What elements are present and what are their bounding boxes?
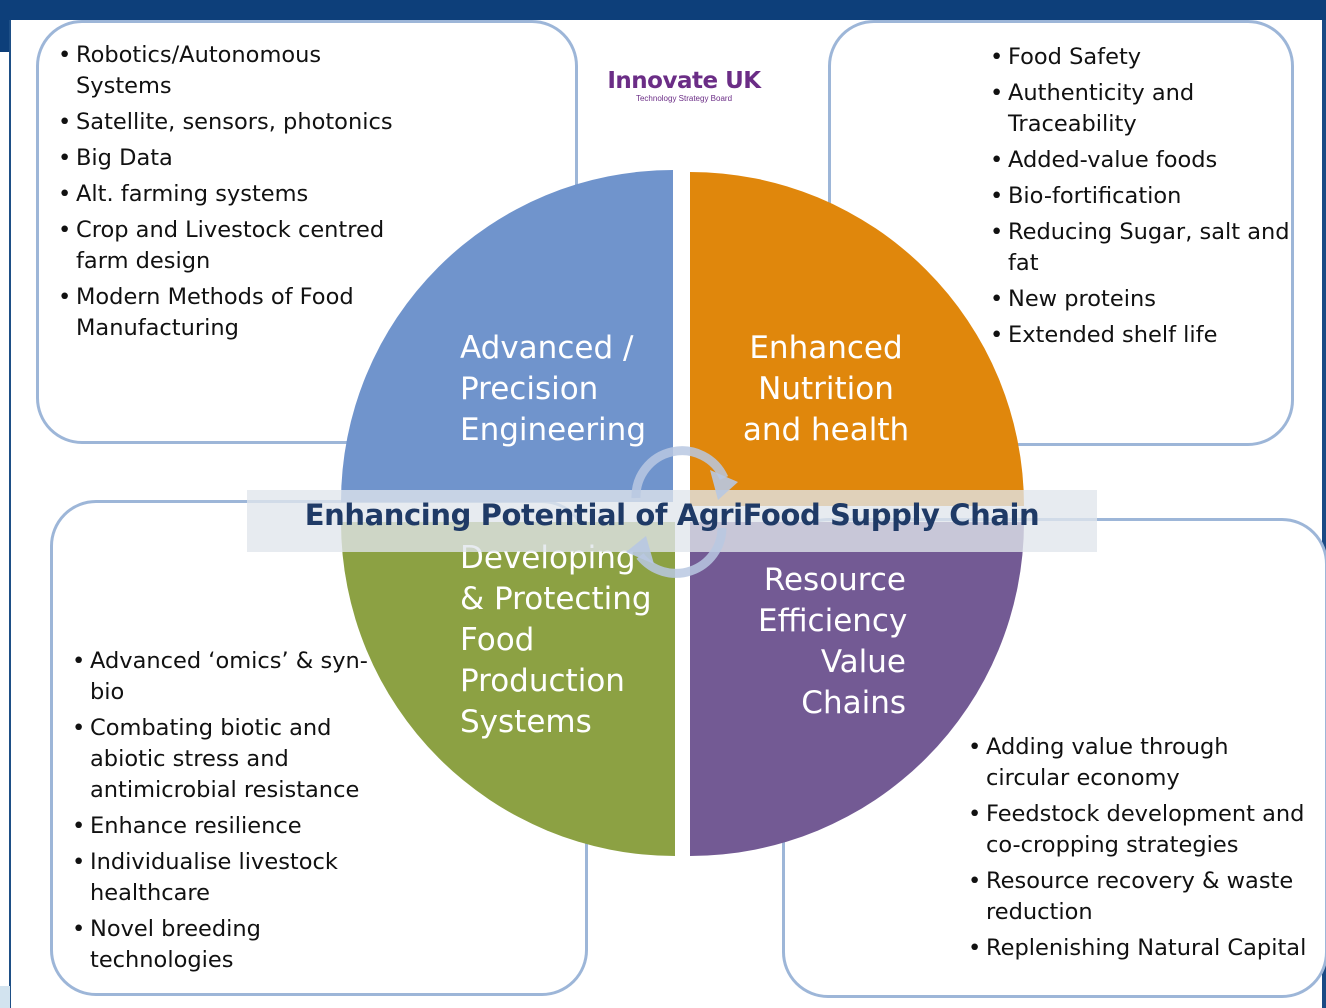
- list-item: Novel breeding technologies: [72, 914, 392, 976]
- list-item: Robotics/Autonomous Systems: [58, 40, 418, 102]
- list-item: Replenishing Natural Capital: [968, 933, 1318, 964]
- list-bottom-left: Advanced ‘omics’ & syn-bio Combating bio…: [72, 646, 392, 981]
- left-frame-line: [9, 20, 11, 1008]
- list-item: Modern Methods of Food Manufacturing: [58, 282, 418, 344]
- list-item: Individualise livestock healthcare: [72, 847, 392, 909]
- quadrant-top-right: [690, 172, 1024, 506]
- list-bottom-right: Adding value through circular economy Fe…: [968, 732, 1318, 969]
- quadrant-label-production: Developing & Protecting Food Production …: [460, 540, 652, 740]
- list-top-right: Food Safety Authenticity and Traceabilit…: [990, 42, 1290, 356]
- top-frame-bar: [0, 0, 1326, 20]
- list-item: Authenticity and Traceability: [990, 78, 1290, 140]
- list-item: Alt. farming systems: [58, 179, 418, 210]
- list-item: Extended shelf life: [990, 320, 1290, 351]
- left-frame-bar: [0, 20, 10, 52]
- quadrant-bottom-right: [690, 522, 1024, 856]
- list-item: Resource recovery & waste reduction: [968, 866, 1318, 928]
- list-item: Food Safety: [990, 42, 1290, 73]
- list-item: Reducing Sugar, salt and fat: [990, 217, 1290, 279]
- list-top-left: Robotics/Autonomous Systems Satellite, s…: [58, 40, 418, 349]
- list-item: Adding value through circular economy: [968, 732, 1318, 794]
- list-item: Bio-fortification: [990, 181, 1290, 212]
- banner-title: Enhancing Potential of AgriFood Supply C…: [304, 498, 1040, 532]
- quadrant-bottom-left: [341, 522, 675, 856]
- list-item: Added-value foods: [990, 145, 1290, 176]
- logo-name: Innovate UK: [607, 68, 761, 94]
- quadrant-label-engineering: Advanced / Precision Engineering: [460, 330, 646, 448]
- list-item: New proteins: [990, 284, 1290, 315]
- quadrant-label-resource: Resource Efficiency Value Chains: [758, 562, 908, 721]
- list-item: Crop and Livestock centred farm design: [58, 215, 418, 277]
- list-item: Advanced ‘omics’ & syn-bio: [72, 646, 392, 708]
- quadrant-top-left: [341, 170, 673, 502]
- list-item: Enhance resilience: [72, 811, 392, 842]
- quadrant-label-nutrition: Enhanced Nutrition and health: [742, 330, 910, 448]
- list-item: Feedstock development and co-cropping st…: [968, 799, 1318, 861]
- list-item: Combating biotic and abiotic stress and …: [72, 713, 392, 806]
- innovate-uk-logo: Innovate UK Technology Strategy Board: [594, 68, 774, 103]
- logo-tagline: Technology Strategy Board: [635, 94, 733, 103]
- right-frame-bar: [1322, 20, 1326, 1008]
- list-item: Satellite, sensors, photonics: [58, 107, 418, 138]
- corner-decoration: [0, 986, 10, 1008]
- list-item: Big Data: [58, 143, 418, 174]
